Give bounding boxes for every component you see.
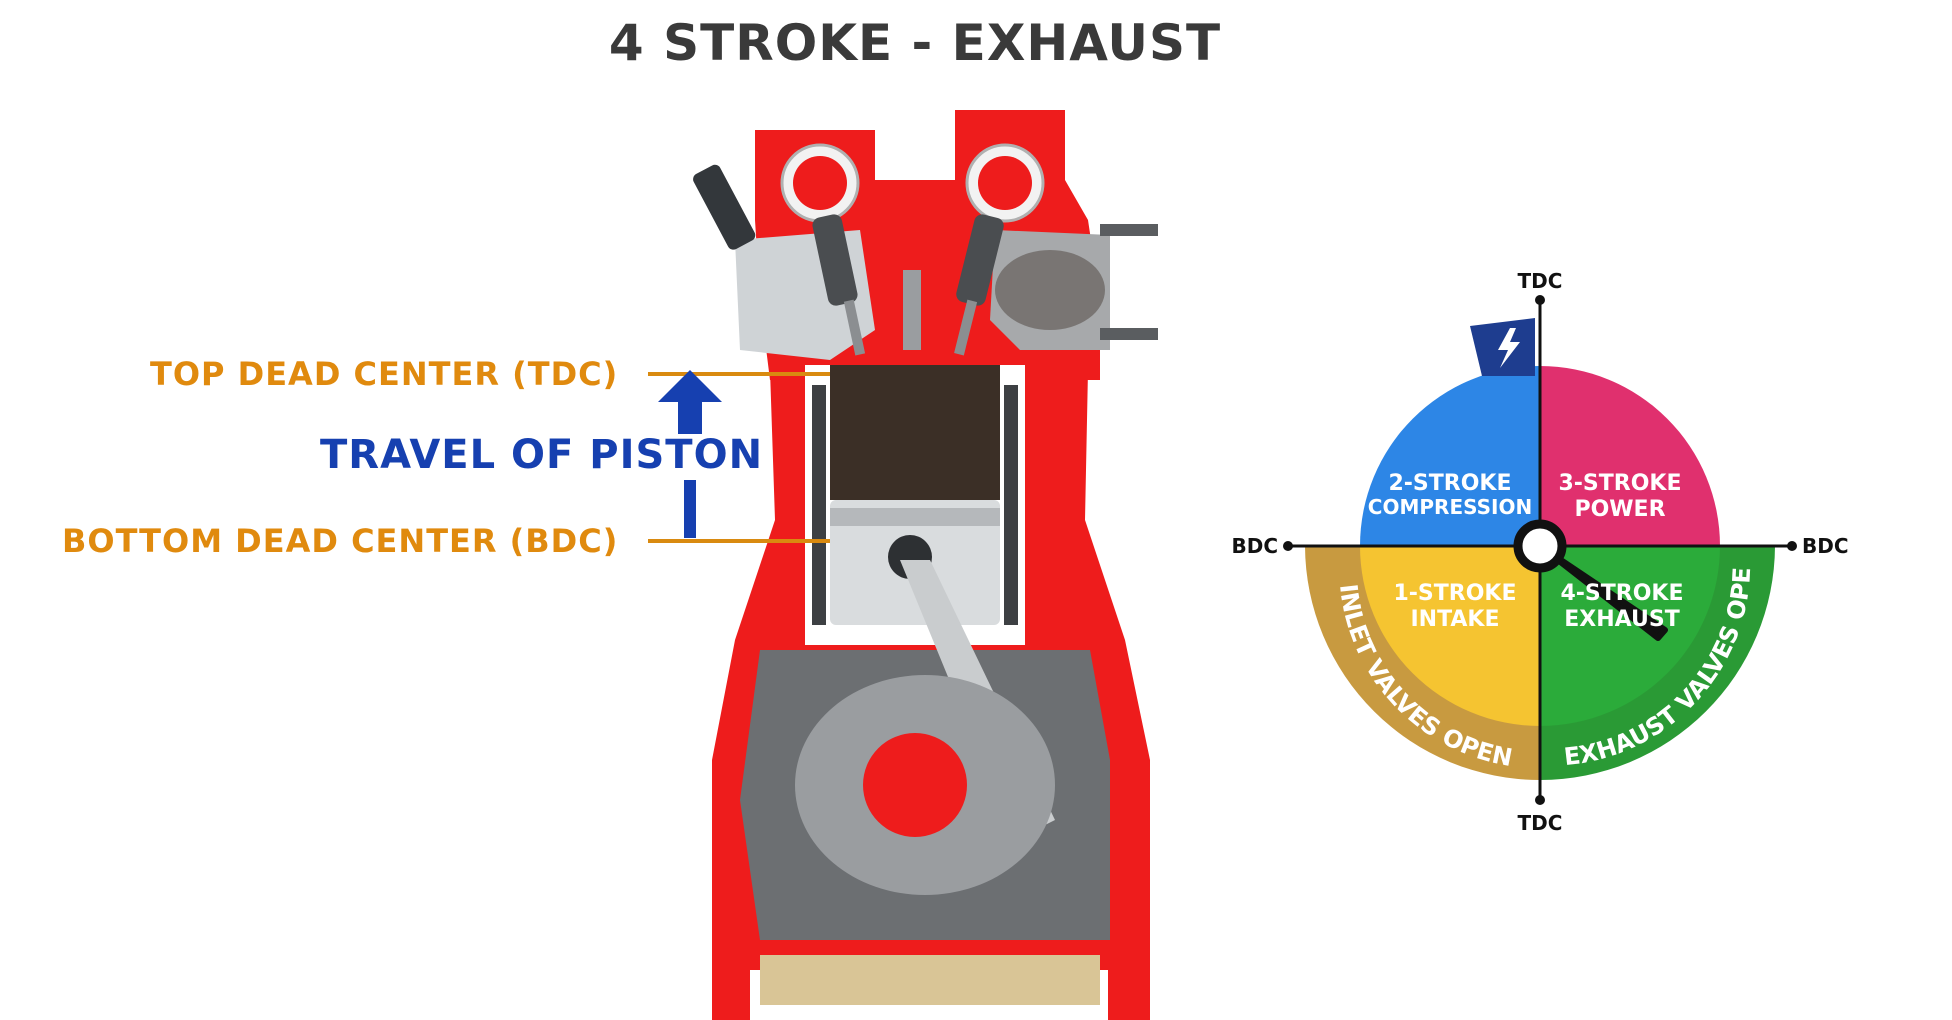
axis-dot-top <box>1535 295 1545 305</box>
quadrant-compression <box>1360 366 1540 546</box>
q-exhaust-line2: EXHAUST <box>1564 607 1679 632</box>
q-exhaust-line1: 4-STROKE <box>1560 581 1683 606</box>
q-compression-line2: COMPRESSION <box>1368 495 1532 519</box>
dial-hub <box>1518 524 1562 568</box>
tdc-bottom-label: TDC <box>1518 811 1563 835</box>
bdc-right-label: BDC <box>1802 534 1849 558</box>
axis-dot-right <box>1787 541 1797 551</box>
q-compression-line1: 2-STROKE <box>1388 471 1511 496</box>
bdc-left-label: BDC <box>1231 534 1278 558</box>
q-power-line2: POWER <box>1574 497 1665 522</box>
axis-dot-left <box>1283 541 1293 551</box>
axis-dot-bottom <box>1535 795 1545 805</box>
tdc-top-label: TDC <box>1518 269 1563 293</box>
q-intake-line1: 1-STROKE <box>1393 581 1516 606</box>
q-intake-line2: INTAKE <box>1411 607 1500 632</box>
q-power-line1: 3-STROKE <box>1558 471 1681 496</box>
